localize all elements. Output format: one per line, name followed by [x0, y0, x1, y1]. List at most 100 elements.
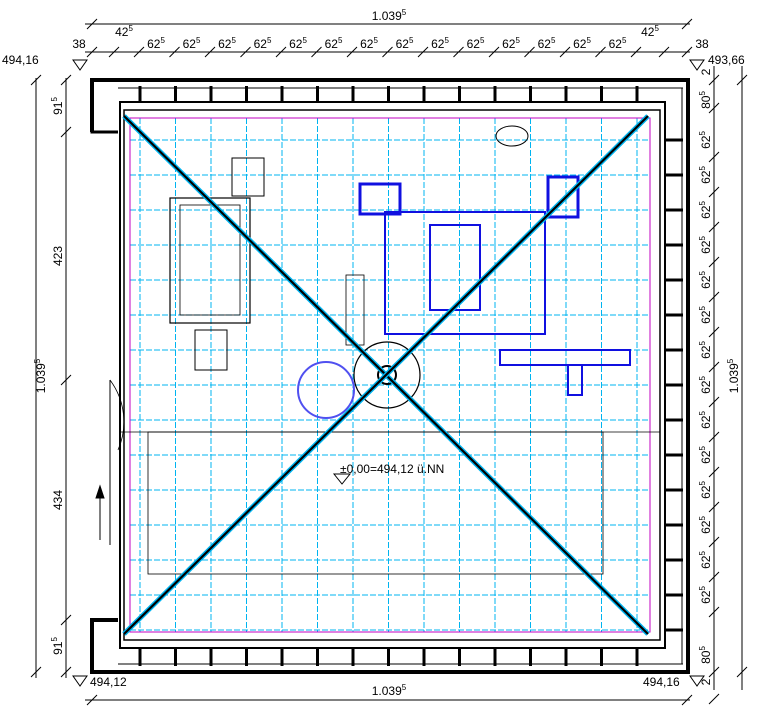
level-triangle-icon	[332, 473, 352, 485]
center-ring	[353, 341, 421, 409]
stud	[316, 86, 319, 102]
dimension-value: 1.039	[34, 363, 48, 393]
dimension-top-segment: 425	[641, 24, 659, 39]
dimension-tick	[708, 291, 720, 303]
dimension-tick	[169, 46, 180, 58]
dimension-tick	[60, 74, 72, 86]
dimension-value: 423	[51, 246, 65, 266]
dimension-tick	[417, 46, 429, 58]
dimension-value: 62	[699, 380, 713, 394]
dimension-value: 62	[699, 345, 713, 359]
level-triangle-icon	[689, 59, 705, 71]
dimension-tick	[708, 186, 720, 198]
dimension-tick	[708, 466, 720, 478]
dimension-tick	[60, 614, 72, 626]
dimension-tick	[204, 46, 216, 58]
dimension-right-segment: 625	[698, 306, 713, 324]
stud	[387, 86, 390, 102]
elevation-top-right: 493,66	[708, 53, 745, 67]
dimension-superscript: 5	[698, 516, 707, 521]
dimension-value: 62	[538, 37, 552, 51]
dimension-value: 2	[699, 68, 713, 75]
machine-left	[169, 197, 251, 324]
dimension-superscript: 5	[698, 446, 707, 451]
dimension-superscript: 5	[698, 91, 707, 96]
dimension-value: 62	[289, 37, 303, 51]
stud	[665, 558, 683, 562]
center-column	[377, 365, 397, 385]
dimension-tick	[658, 46, 670, 58]
cyan-grid-lines	[130, 118, 650, 632]
dimension-top-segment: 425	[115, 24, 133, 39]
dimension-superscript: 5	[302, 36, 307, 45]
dimension-tick	[240, 46, 251, 58]
dimension-value: 62	[699, 205, 713, 219]
blue-pipe	[499, 349, 631, 366]
door-swing	[109, 379, 125, 451]
dimension-superscript: 5	[338, 36, 343, 45]
dimension-value: 80	[699, 650, 713, 664]
dimension-tick	[708, 256, 720, 268]
stud	[174, 648, 177, 666]
stud	[458, 648, 461, 666]
dimension-value: 62	[573, 37, 587, 51]
dimension-tick	[681, 46, 693, 58]
stud	[138, 86, 142, 102]
dimension-superscript: 5	[402, 683, 407, 692]
dimension-value: 62	[609, 37, 623, 51]
dimension-left-segment: 423	[51, 246, 65, 266]
stud	[351, 86, 355, 102]
wall-studs	[118, 86, 683, 666]
dimension-tick	[708, 431, 720, 443]
elevation-top-left: 494,16	[2, 53, 39, 67]
dimension-tick	[86, 694, 98, 706]
motor	[194, 329, 228, 371]
dimension-tick	[133, 46, 145, 58]
elevation-bottom-left: 494,12	[90, 675, 127, 689]
dimension-value: 62	[699, 275, 713, 289]
dimension-superscript: 5	[698, 411, 707, 416]
dimension-superscript: 5	[515, 36, 520, 45]
stud	[665, 348, 683, 352]
dimension-value: 62	[218, 37, 232, 51]
stud	[316, 648, 319, 666]
dimension-tick	[30, 666, 42, 678]
dimension-value: 62	[699, 485, 713, 499]
dimension-value: 62	[699, 415, 713, 429]
dimension-left-segment: 915	[50, 637, 65, 655]
inner-wall	[119, 101, 666, 649]
dimension-tick	[275, 46, 287, 58]
stud	[665, 523, 683, 527]
dimension-superscript: 5	[33, 358, 42, 363]
dimension-tick	[524, 46, 535, 58]
floor-level-text: ±0,00=494,12 ü.NN	[340, 462, 444, 476]
dimension-top-segment: 38	[72, 37, 86, 51]
dimension-value: 62	[699, 170, 713, 184]
dimension-value: 434	[51, 490, 65, 510]
dimension-right-segment: 625	[698, 551, 713, 569]
stud	[174, 86, 177, 102]
dimension-value: 62	[502, 37, 516, 51]
inner-wall-2	[123, 109, 661, 641]
dimension-value: 42	[641, 25, 655, 39]
diagonal-2-core	[123, 115, 649, 635]
dimension-superscript: 5	[698, 131, 707, 136]
stud	[529, 86, 532, 102]
dimension-tick	[708, 396, 720, 408]
stud	[665, 173, 683, 177]
dimension-top-overall: 1.0395	[372, 8, 407, 23]
stud	[600, 86, 603, 102]
dimension-top-segment: 625	[218, 36, 236, 51]
level-triangle-icon	[72, 59, 88, 71]
dimension-top-segment: 625	[431, 36, 449, 51]
dimension-value: 80	[699, 95, 713, 109]
dimension-superscript: 5	[128, 24, 133, 33]
arrow-up-icon	[95, 484, 105, 540]
dimension-tick	[708, 536, 720, 548]
dimension-tick	[708, 74, 720, 86]
dimension-bottom-overall: 1.0395	[372, 683, 407, 698]
dimension-value: 91	[51, 101, 65, 115]
ladder	[345, 274, 365, 346]
dimension-superscript: 5	[480, 36, 485, 45]
